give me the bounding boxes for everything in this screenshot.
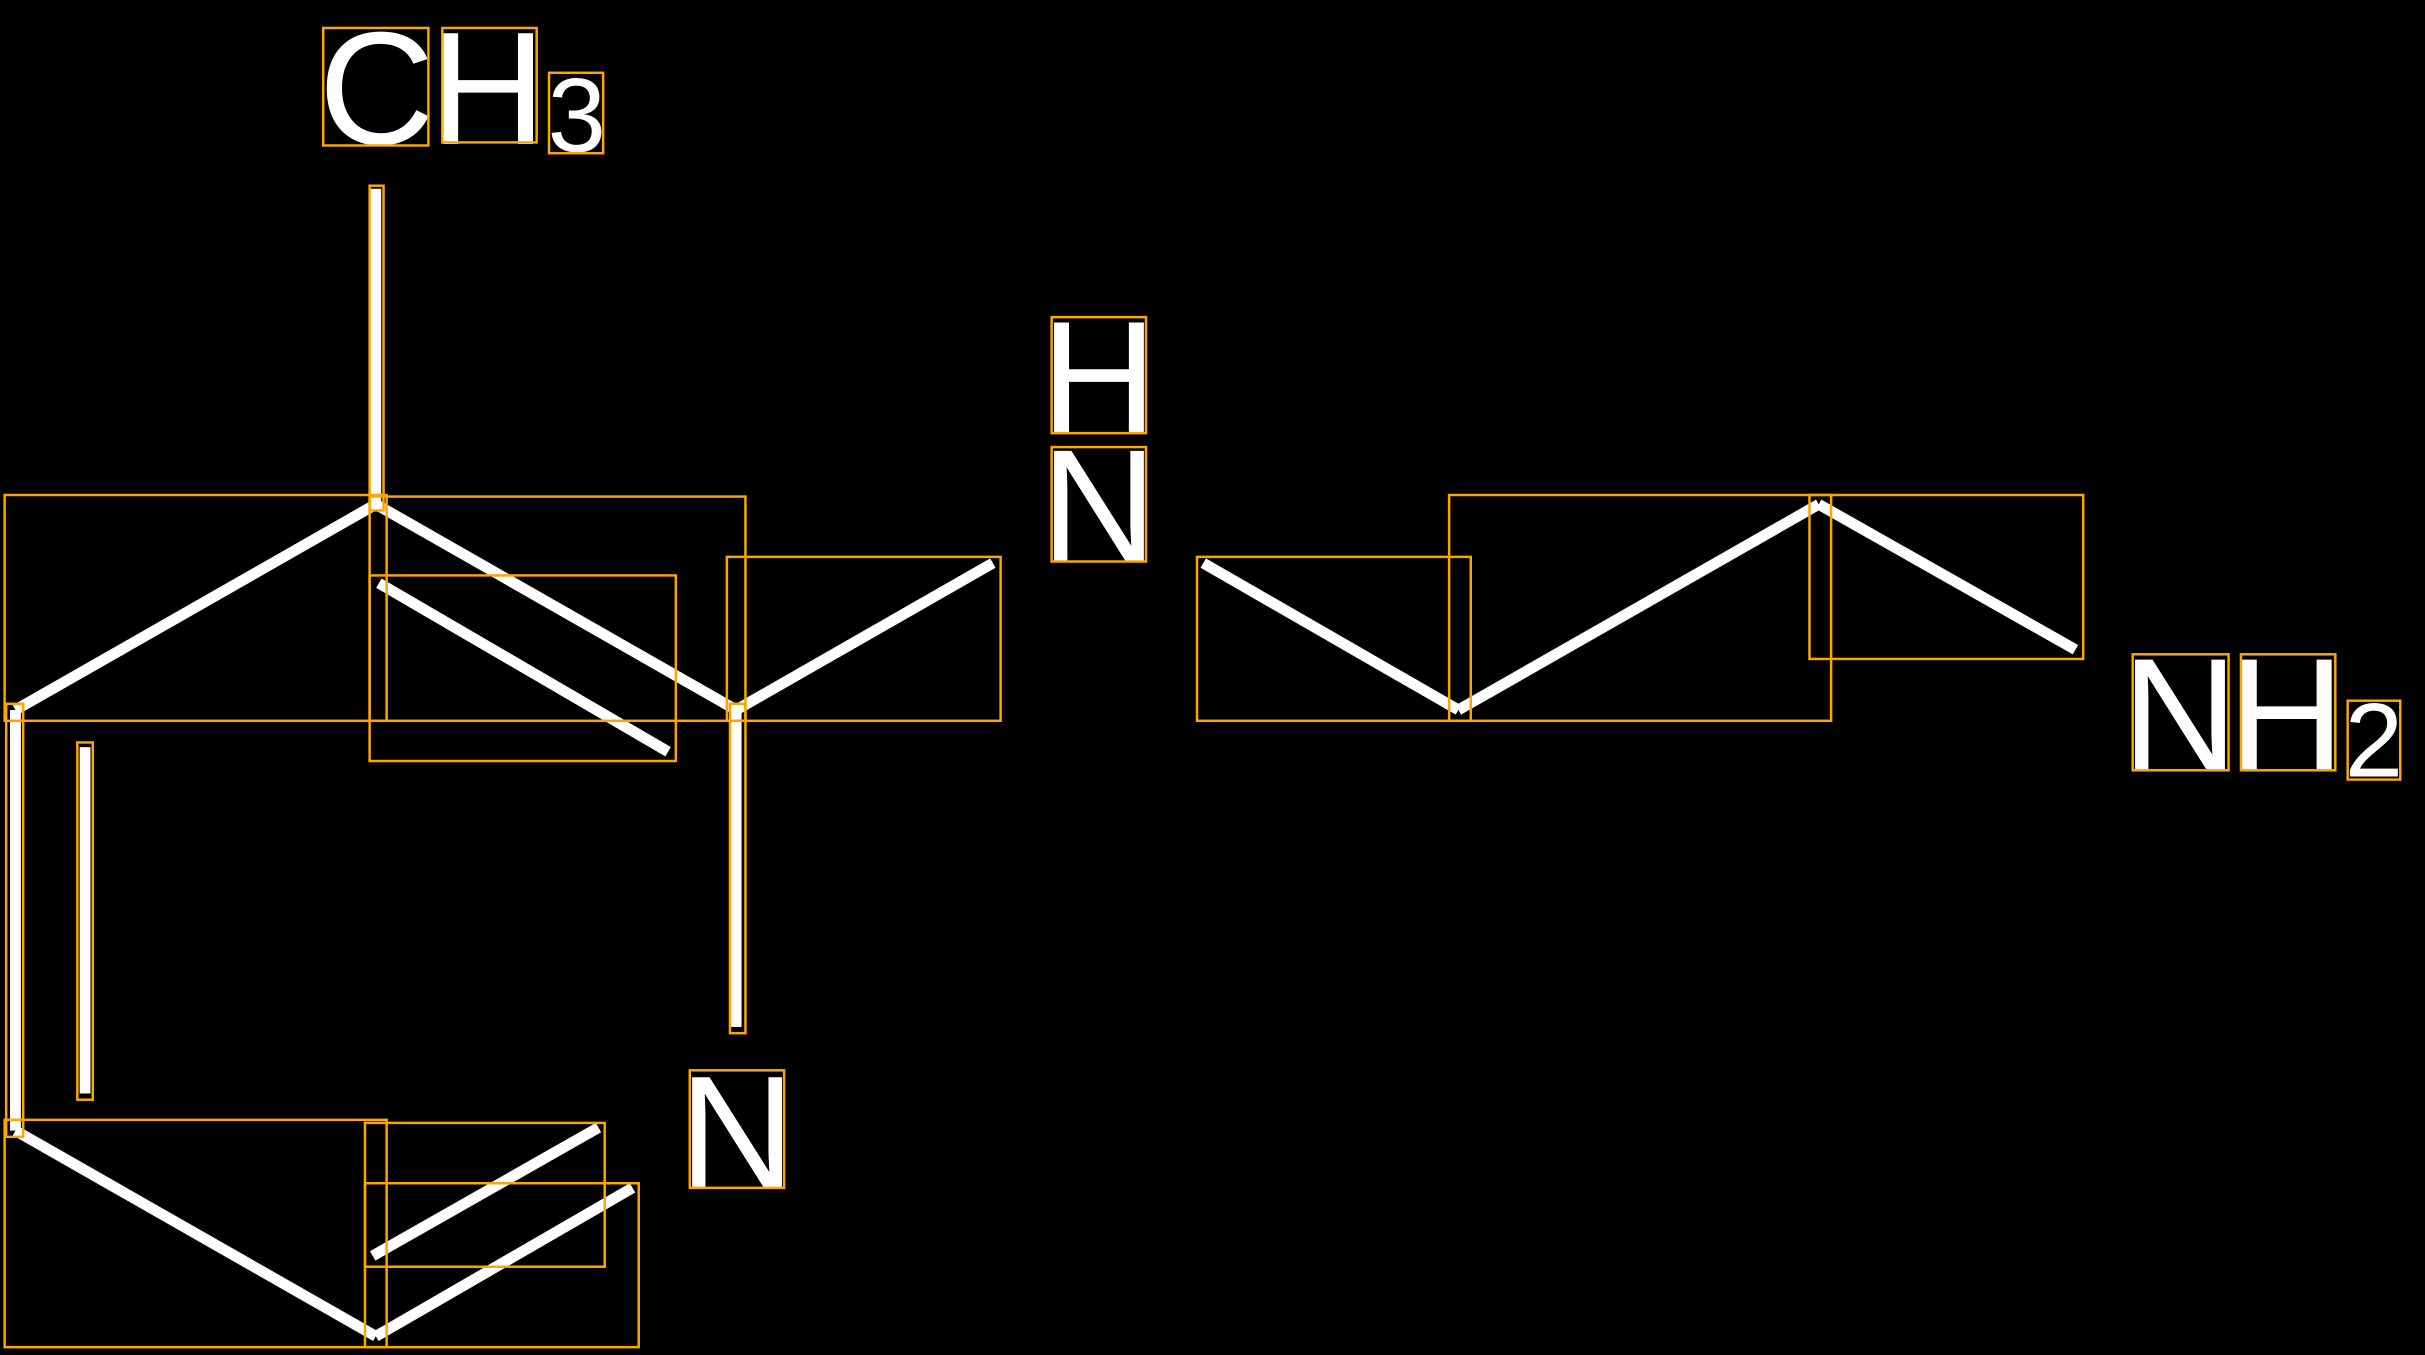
bbox (547, 71, 605, 155)
terminal-amine-h: H (2229, 625, 2345, 805)
bounding-boxes (3, 26, 2402, 1349)
bbox (3, 493, 388, 723)
bbox (728, 702, 747, 1035)
bbox (368, 574, 678, 763)
bbox (1808, 493, 2085, 661)
bbox (3, 1118, 388, 1349)
bbox (688, 1069, 786, 1190)
methyl-c: C (319, 0, 435, 179)
bond-chain-2 (1816, 499, 2079, 655)
amine-n: N (1041, 417, 1157, 597)
bbox (2131, 653, 2230, 772)
bond-nh-c (1200, 558, 1462, 715)
bbox (2239, 653, 2337, 772)
bond-ring-5-inner (370, 1122, 602, 1261)
bbox (1195, 555, 1473, 723)
bbox (1447, 493, 1833, 723)
bond-ring-1 (12, 499, 379, 715)
bbox (441, 26, 538, 144)
bbox (725, 555, 1002, 723)
methyl-h: H (430, 0, 546, 179)
ring-n: N (679, 1043, 795, 1223)
bond-ring-5 (373, 1183, 636, 1342)
bbox (368, 184, 385, 512)
bbox (1050, 315, 1148, 435)
bbox (76, 741, 95, 1101)
bond-chain-1 (1455, 499, 1822, 715)
bond-ring-2-inner (376, 578, 671, 757)
bbox (1050, 445, 1148, 563)
bbox (4, 702, 25, 1139)
atom-labels: C H 3 H N N H 2 N (319, 0, 2403, 1223)
bbox (363, 1121, 606, 1268)
bbox (321, 26, 430, 147)
bbox (2346, 699, 2402, 781)
methyl-subscript: 3 (547, 58, 605, 175)
bond-c-nh (733, 558, 996, 715)
bond-ring-4 (12, 1125, 379, 1342)
terminal-amine-n: N (2122, 625, 2238, 805)
bonds (10, 188, 2079, 1342)
